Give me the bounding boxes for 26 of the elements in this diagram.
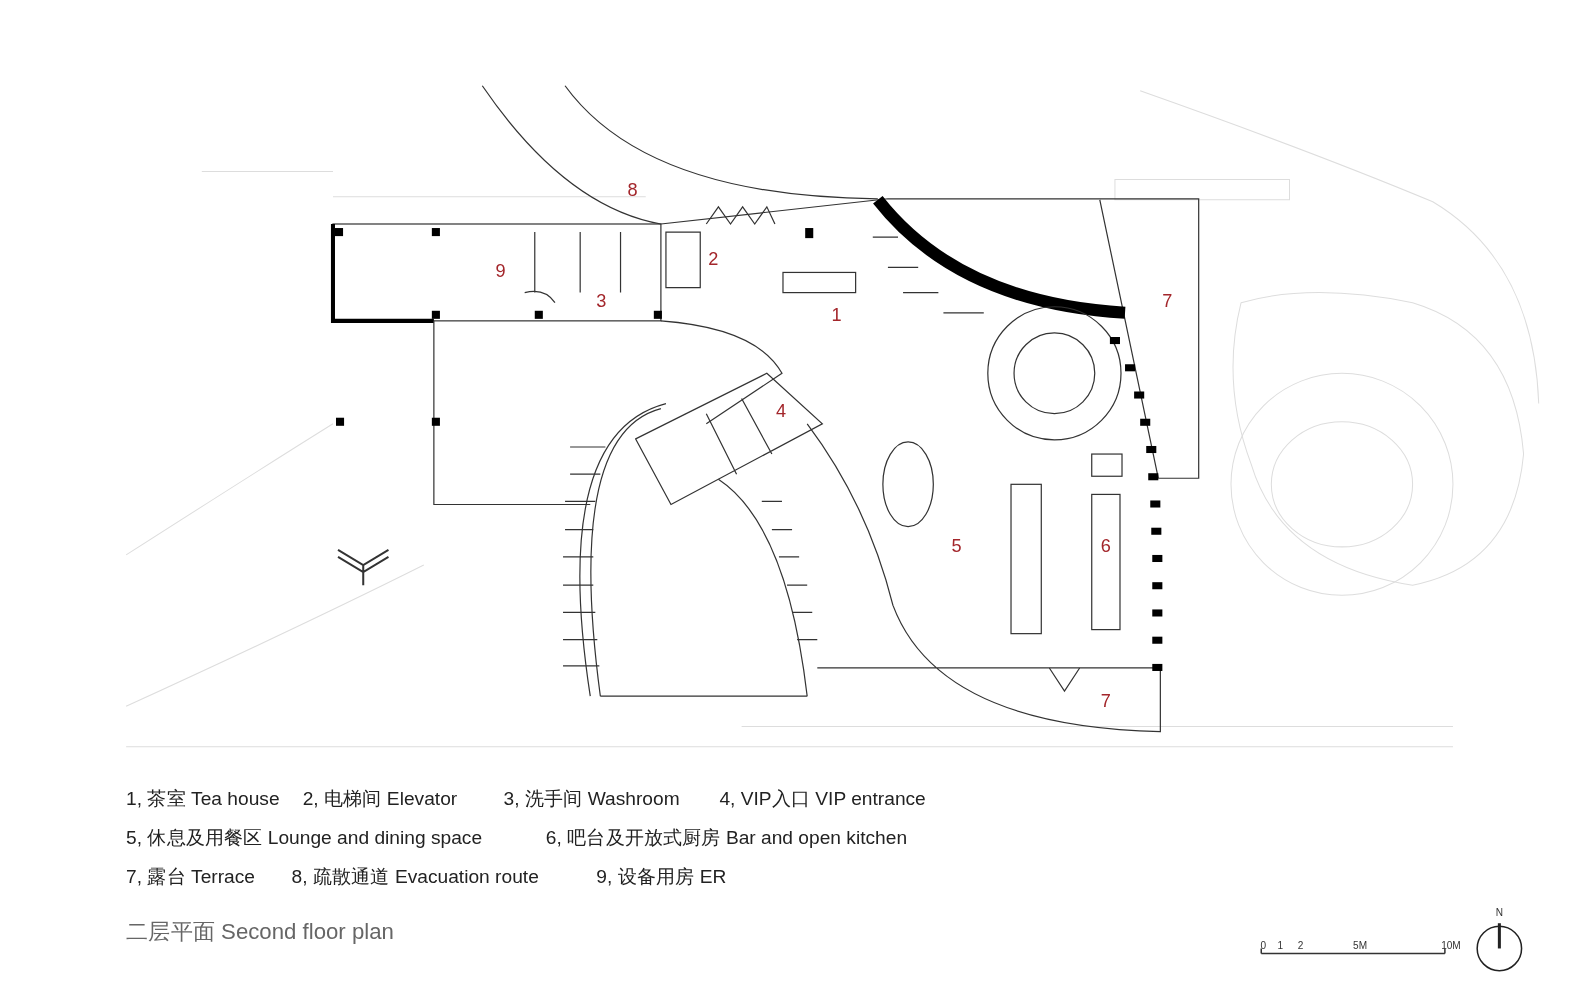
- scale-label: 2: [1297, 941, 1304, 952]
- room-number: 4: [775, 401, 786, 420]
- room-number: 5: [951, 536, 962, 555]
- scale-label: 5M: [1353, 941, 1368, 952]
- room-key-entry: 6, 吧台及开放式厨房 Bar and open kitchen: [545, 827, 908, 848]
- room-number: 6: [1100, 536, 1111, 555]
- scale-label: 10M: [1441, 941, 1461, 952]
- room-key-entry: 7, 露台 Terrace: [126, 867, 256, 887]
- room-number: 3: [596, 291, 607, 310]
- room-key-entry: 9, 设备用房 ER: [596, 867, 727, 887]
- room-number: 8: [627, 180, 638, 199]
- room-key-entry: 4, VIP入口 VIP entrance: [719, 788, 926, 808]
- north-label: N: [1495, 908, 1503, 919]
- room-key-entry: 8, 疏散通道 Evacuation route: [291, 867, 539, 887]
- plan-title: 二层平面 Second floor plan: [126, 921, 394, 944]
- room-number: 1: [831, 305, 842, 324]
- scale-label: 1: [1277, 941, 1284, 952]
- room-number: 9: [495, 262, 506, 281]
- room-key-entry: 2, 电梯间 Elevator: [302, 788, 458, 808]
- room-number: 7: [1162, 291, 1173, 310]
- scale-label: 0: [1260, 941, 1267, 952]
- room-number: 7: [1100, 692, 1111, 711]
- room-key-entry: 5, 休息及用餐区 Lounge and dining space: [126, 827, 483, 848]
- room-key-entry: 3, 洗手间 Washroom: [503, 788, 680, 808]
- room-key-entry: 1, 茶室 Tea house: [126, 788, 280, 808]
- room-number: 2: [708, 250, 719, 269]
